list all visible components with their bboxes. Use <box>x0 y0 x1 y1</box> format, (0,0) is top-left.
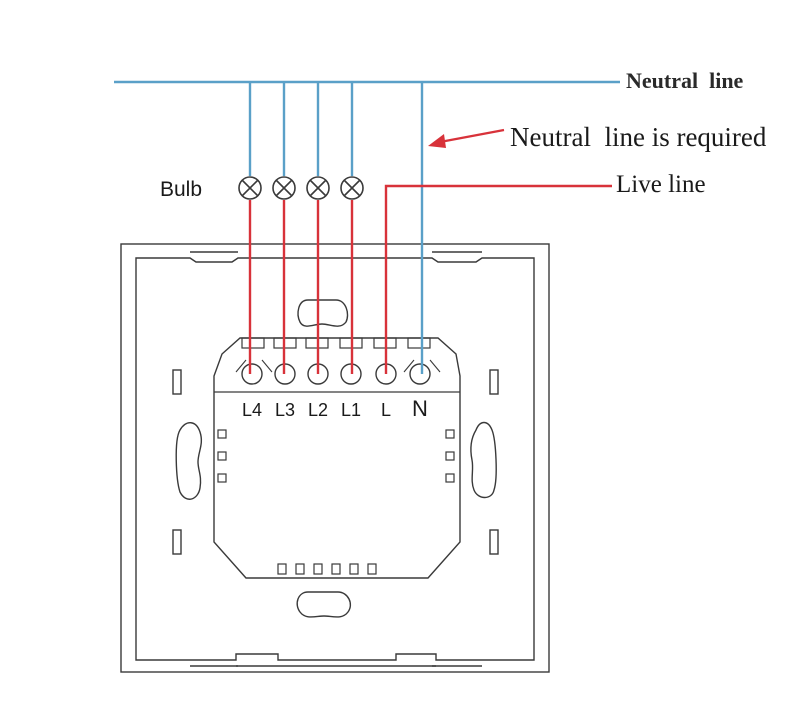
live-input-wire <box>384 184 612 374</box>
bulb-label: Bulb <box>160 178 202 201</box>
neutral-line-label: Neutral line <box>626 68 744 93</box>
plate-slits <box>172 369 499 555</box>
live-load-wires <box>248 200 354 374</box>
terminal-block-body <box>213 337 461 579</box>
terminal-label-n: N <box>412 396 428 421</box>
live-line-label: Live line <box>616 171 706 198</box>
plate-outer-frame <box>120 243 550 673</box>
bulb-icon <box>340 176 364 200</box>
bottom-mounting-slot <box>296 591 352 618</box>
bulb-icon <box>238 176 262 200</box>
plate-inner-frame <box>135 257 535 661</box>
switch-back-plate <box>120 243 550 673</box>
bulb-icon <box>306 176 330 200</box>
arrowhead-icon <box>428 134 446 148</box>
terminal-label-l4: L4 <box>242 400 262 420</box>
bulb-icon <box>272 176 296 200</box>
bulbs <box>238 176 364 200</box>
terminal-screws <box>241 363 431 385</box>
terminal-screw-l4 <box>241 363 263 385</box>
terminal-label-l2: L2 <box>308 400 328 420</box>
right-mounting-slot <box>470 421 497 499</box>
terminal-label-l: L <box>381 400 391 420</box>
terminal-label-l1: L1 <box>341 400 361 420</box>
terminal-notches <box>241 337 431 349</box>
neutral-drop-wires <box>248 82 424 374</box>
terminal-screw-n <box>409 363 431 385</box>
terminal-label-l3: L3 <box>275 400 295 420</box>
left-mounting-slot <box>175 422 203 500</box>
neutral-required-label: Neutral line is required <box>510 122 767 152</box>
neutral-required-arrow <box>439 128 505 144</box>
top-mounting-slot <box>297 299 349 327</box>
side-pins <box>217 429 455 575</box>
